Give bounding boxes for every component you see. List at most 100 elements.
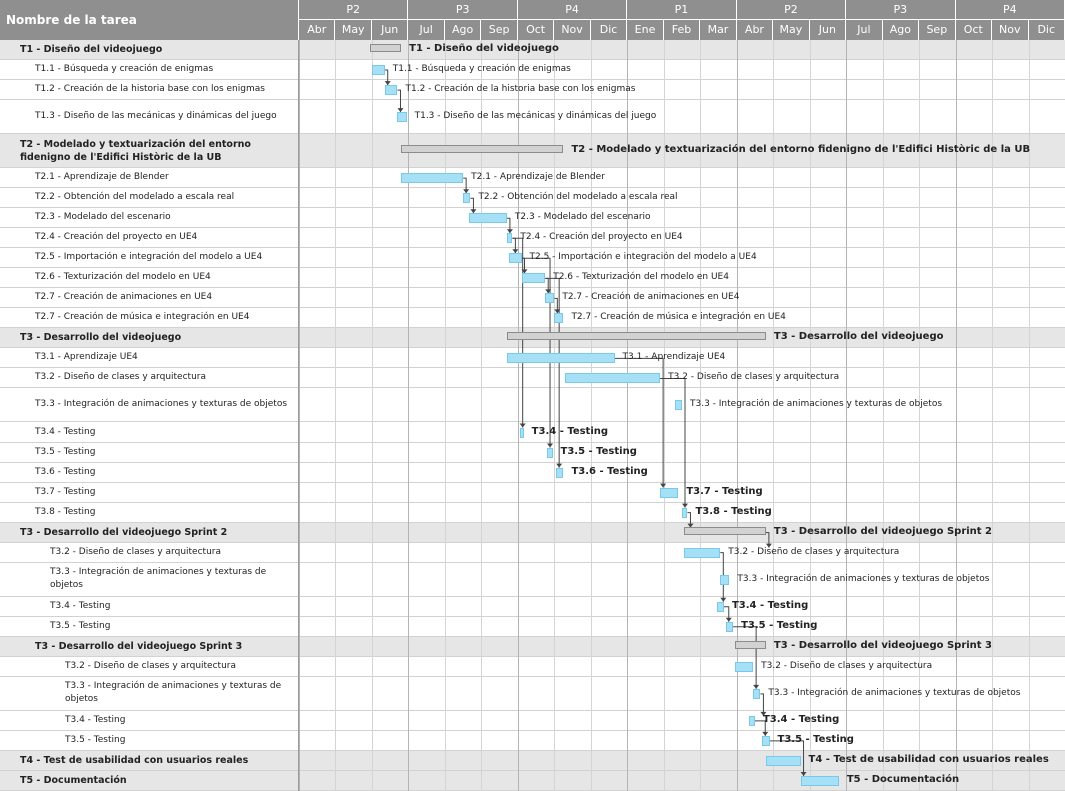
- task-bar[interactable]: [800, 775, 839, 786]
- bar-label: T5 - Documentación: [846, 773, 960, 785]
- task-bar[interactable]: [660, 487, 679, 498]
- task-bar[interactable]: [397, 112, 407, 123]
- month-header: Abr: [736, 20, 774, 40]
- summary-row[interactable]: T1 - Diseño del videojuego: [0, 40, 1065, 61]
- quarter-header: P4: [517, 0, 628, 20]
- summary-bar[interactable]: [734, 640, 766, 649]
- task-row[interactable]: T1.3 - Diseño de las mecánicas y dinámic…: [0, 100, 1065, 135]
- task-row[interactable]: T3.6 - Testing: [0, 463, 1065, 483]
- bar-label: T3.2 - Diseño de clases y arquitectura: [728, 546, 900, 557]
- task-name: T2.4 - Creación del proyecto en UE4: [35, 232, 198, 243]
- task-bar[interactable]: [545, 293, 555, 304]
- month-header: Sep: [919, 20, 956, 40]
- task-bar[interactable]: [506, 353, 615, 364]
- summary-bar[interactable]: [683, 526, 766, 535]
- task-row[interactable]: T3.8 - Testing: [0, 503, 1065, 523]
- summary-row[interactable]: T3 - Desarrollo del videojuego Sprint 2: [0, 522, 1065, 543]
- task-bar[interactable]: [506, 233, 513, 244]
- month-gridline: [335, 40, 337, 791]
- bar-label: T3.5 - Testing: [777, 733, 854, 745]
- task-bar[interactable]: [554, 313, 564, 324]
- task-row[interactable]: T3.2 - Diseño de clases y arquitectura: [0, 657, 1065, 677]
- task-bar[interactable]: [674, 400, 682, 411]
- bar-label: T3.5 - Testing: [560, 445, 637, 457]
- bar-label: T3.8 - Testing: [695, 505, 772, 517]
- task-bar[interactable]: [753, 688, 761, 699]
- quarter-header: P2: [736, 0, 847, 20]
- task-bar[interactable]: [734, 661, 754, 672]
- task-bar[interactable]: [508, 253, 522, 264]
- task-bar[interactable]: [468, 213, 507, 224]
- month-gridline: [736, 40, 738, 791]
- task-bar[interactable]: [682, 507, 688, 518]
- task-row[interactable]: T3.2 - Diseño de clases y arquitectura: [0, 543, 1065, 563]
- task-name: T2.2 - Obtención del modelado a escala r…: [35, 192, 235, 203]
- task-row[interactable]: T3.4 - Testing: [0, 711, 1065, 731]
- task-row[interactable]: T2.7 - Creación de música e integración …: [0, 308, 1065, 329]
- quarter-header: P3: [846, 0, 956, 20]
- task-row[interactable]: T1.1 - Búsqueda y creación de enigmas: [0, 60, 1065, 81]
- task-name: T2.7 - Creación de música e integración …: [35, 312, 250, 323]
- month-gridline: [809, 40, 811, 791]
- quarter-header: P4: [955, 0, 1065, 20]
- month-gridline: [919, 40, 921, 791]
- task-bar[interactable]: [463, 193, 471, 204]
- bar-label: T3.4 - Testing: [531, 425, 609, 437]
- task-bar[interactable]: [547, 447, 553, 458]
- task-bar[interactable]: [384, 85, 398, 96]
- task-bar[interactable]: [519, 427, 524, 438]
- summary-bar[interactable]: [370, 44, 402, 52]
- task-name: T3.1 - Aprendizaje UE4: [35, 352, 138, 363]
- task-bar[interactable]: [371, 65, 385, 76]
- task-bar[interactable]: [565, 373, 661, 384]
- task-name: T1.2 - Creación de la historia base con …: [35, 84, 265, 95]
- task-row[interactable]: T2.2 - Obtención del modelado a escala r…: [0, 188, 1065, 209]
- task-name: T3 - Desarrollo del videojuego: [20, 332, 182, 344]
- task-row[interactable]: T2.4 - Creación del proyecto en UE4: [0, 228, 1065, 249]
- task-row[interactable]: T1.2 - Creación de la historia base con …: [0, 80, 1065, 101]
- task-name: T3.2 - Diseño de clases y arquitectura: [65, 660, 236, 671]
- task-name: T1 - Diseño del videojuego: [20, 44, 163, 55]
- task-name-column-header[interactable]: Nombre de la tarea: [0, 0, 299, 40]
- task-row[interactable]: T3.3 - Integración de animaciones y text…: [0, 563, 1065, 597]
- task-name: T2 - Modelado y textuarización del entor…: [20, 138, 251, 163]
- task-row[interactable]: T2.3 - Modelado del escenario: [0, 208, 1065, 229]
- task-name: T3.3 - Integración de animaciones y text…: [35, 399, 288, 410]
- task-row[interactable]: T3.5 - Testing: [0, 443, 1065, 463]
- task-name: T3.2 - Diseño de clases y arquitectura: [35, 372, 206, 383]
- task-bar[interactable]: [401, 173, 464, 184]
- month-gridline: [955, 40, 957, 791]
- task-bar[interactable]: [556, 467, 564, 478]
- task-row[interactable]: T3.3 - Integración de animaciones y text…: [0, 677, 1065, 711]
- task-row[interactable]: T3.5 - Testing: [0, 731, 1065, 751]
- bar-label: T3.7 - Testing: [686, 485, 763, 497]
- task-row[interactable]: T3.2 - Diseño de clases y arquitectura: [0, 368, 1065, 389]
- task-bar[interactable]: [725, 621, 734, 632]
- month-header: Oct: [955, 20, 993, 40]
- month-header: Mar: [700, 20, 737, 40]
- month-gridline: [590, 40, 592, 791]
- task-bar[interactable]: [765, 755, 801, 766]
- task-bar[interactable]: [762, 735, 770, 746]
- summary-bar[interactable]: [506, 332, 766, 341]
- month-header: May: [773, 20, 810, 40]
- task-bar[interactable]: [683, 547, 721, 558]
- summary-bar[interactable]: [401, 145, 564, 154]
- summary-row[interactable]: T3 - Desarrollo del videojuego Sprint 3: [0, 636, 1065, 657]
- task-bar[interactable]: [716, 601, 724, 612]
- task-name: T3.8 - Testing: [35, 506, 96, 517]
- task-row[interactable]: T3.4 - Testing: [0, 597, 1065, 617]
- bar-label: T2.2 - Obtención del modelado a escala r…: [478, 192, 678, 203]
- bar-label: T2.1 - Aprendizaje de Blender: [471, 172, 605, 183]
- bar-label: T2 - Modelado y textuarización del entor…: [571, 144, 1031, 156]
- task-row[interactable]: T2.7 - Creación de animaciones en UE4: [0, 288, 1065, 309]
- task-row[interactable]: T2.1 - Aprendizaje de Blender: [0, 168, 1065, 189]
- bar-label: T3.3 - Integración de animaciones y text…: [690, 399, 943, 410]
- task-bar[interactable]: [521, 273, 546, 284]
- task-bar[interactable]: [720, 574, 730, 585]
- task-name: T3.5 - Testing: [50, 620, 111, 631]
- task-row[interactable]: T3.7 - Testing: [0, 483, 1065, 503]
- task-bar[interactable]: [749, 715, 755, 726]
- task-row[interactable]: T3.5 - Testing: [0, 617, 1065, 637]
- bar-label: T3.1 - Aprendizaje UE4: [622, 352, 726, 363]
